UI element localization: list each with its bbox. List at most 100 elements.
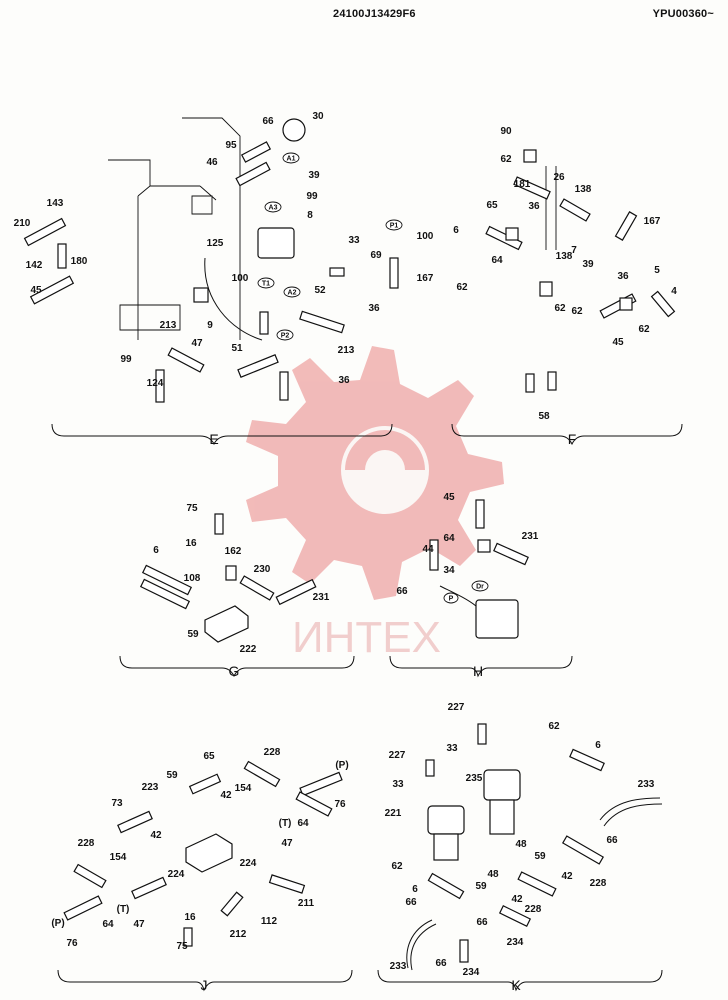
part-callout: 5 bbox=[654, 265, 660, 276]
section-g-artwork bbox=[119, 513, 355, 678]
part-callout: 154 bbox=[110, 852, 127, 863]
part-callout: 6 bbox=[412, 884, 418, 895]
part-callout: 90 bbox=[500, 126, 512, 137]
part-callout: 230 bbox=[254, 564, 271, 575]
part-callout: 66 bbox=[262, 116, 274, 127]
part-callout: 47 bbox=[281, 838, 293, 849]
svg-text:A3: A3 bbox=[269, 205, 278, 212]
part-callout: 76 bbox=[334, 799, 346, 810]
part-callout: 26 bbox=[553, 172, 565, 183]
part-callout: 228 bbox=[525, 904, 542, 915]
section-letter-h: H bbox=[473, 663, 483, 679]
part-callout: 138 bbox=[575, 184, 592, 195]
part-callout: 100 bbox=[232, 273, 249, 284]
part-callout: 42 bbox=[561, 871, 573, 882]
part-callout: 42 bbox=[150, 830, 162, 841]
port-oval-p: P bbox=[443, 592, 459, 604]
part-callout: 73 bbox=[111, 798, 123, 809]
part-callout: 34 bbox=[443, 565, 455, 576]
part-callout: 66 bbox=[606, 835, 618, 846]
reference-ovals: A1 A3 T1 A2 P2 P1 Dr P bbox=[257, 152, 489, 604]
part-callout: 39 bbox=[582, 259, 594, 270]
solenoid-valve-h bbox=[475, 599, 519, 639]
part-callout: 65 bbox=[203, 751, 215, 762]
part-callout: 75 bbox=[176, 941, 188, 952]
part-callout: 125 bbox=[207, 238, 224, 249]
part-callout: 224 bbox=[168, 869, 185, 880]
part-callout: 36 bbox=[528, 201, 540, 212]
part-callout: 233 bbox=[390, 961, 407, 972]
part-callout: 142 bbox=[26, 260, 43, 271]
part-callout: 221 bbox=[385, 808, 402, 819]
part-callout: 62 bbox=[571, 306, 583, 317]
part-callout: 180 bbox=[71, 256, 88, 267]
section-letter-k: K bbox=[511, 977, 521, 993]
part-callout: 7 bbox=[571, 245, 577, 256]
part-callout: 33 bbox=[446, 743, 458, 754]
part-callout: 66 bbox=[396, 586, 408, 597]
part-callout: 95 bbox=[225, 140, 237, 151]
part-callout: 64 bbox=[297, 818, 309, 829]
part-callout: 181 bbox=[514, 179, 531, 190]
part-callout: 233 bbox=[638, 779, 655, 790]
part-callout: 154 bbox=[235, 783, 252, 794]
part-callout: 62 bbox=[456, 282, 468, 293]
part-callout: (P) bbox=[51, 918, 64, 929]
part-callout: 224 bbox=[240, 858, 257, 869]
part-callout: 64 bbox=[491, 255, 503, 266]
serial-range: YPU00360~ bbox=[652, 8, 714, 20]
part-callout: 52 bbox=[314, 285, 326, 296]
part-callout: 231 bbox=[313, 592, 330, 603]
part-callout: 234 bbox=[463, 967, 480, 978]
part-callout: 62 bbox=[554, 303, 566, 314]
part-callout: 62 bbox=[500, 154, 512, 165]
part-callout: 65 bbox=[486, 200, 498, 211]
part-callout: 66 bbox=[476, 917, 488, 928]
svg-text:T1: T1 bbox=[262, 281, 270, 288]
svg-text:A2: A2 bbox=[288, 290, 297, 297]
part-callout: 143 bbox=[47, 198, 64, 209]
part-callout: 47 bbox=[133, 919, 145, 930]
document-code: 24100J13429F6 bbox=[333, 8, 416, 20]
port-oval-a1: A1 bbox=[282, 152, 300, 164]
part-callout: 227 bbox=[389, 750, 406, 761]
svg-text:Dr: Dr bbox=[476, 584, 484, 591]
section-letter-j: J bbox=[201, 977, 208, 993]
part-callout: 16 bbox=[184, 912, 196, 923]
section-letter-f: F bbox=[568, 431, 577, 447]
part-callout: 6 bbox=[453, 225, 459, 236]
part-callout: 47 bbox=[191, 338, 203, 349]
part-callout: 36 bbox=[617, 271, 629, 282]
part-callout: 46 bbox=[206, 157, 218, 168]
port-oval-p1: P1 bbox=[385, 219, 403, 231]
part-callout: 45 bbox=[30, 285, 42, 296]
watermark-text: ИНТЕХ bbox=[292, 613, 441, 662]
part-callout: 48 bbox=[515, 839, 527, 850]
part-callout: 59 bbox=[166, 770, 178, 781]
part-callout: 64 bbox=[443, 533, 455, 544]
part-callout: 33 bbox=[392, 779, 404, 790]
part-callout: 99 bbox=[306, 191, 318, 202]
part-callout: 234 bbox=[507, 937, 524, 948]
section-j-callouts: 22865(P)59223421547673(T)644247228154224… bbox=[51, 747, 348, 952]
part-callout: 213 bbox=[160, 320, 177, 331]
part-callout: 16 bbox=[185, 538, 197, 549]
section-f-artwork bbox=[451, 149, 683, 446]
part-callout: 42 bbox=[220, 790, 232, 801]
watermark-gear-icon bbox=[246, 346, 504, 600]
part-callout: 44 bbox=[422, 544, 434, 555]
part-callout: 4 bbox=[671, 286, 677, 297]
part-callout: 228 bbox=[264, 747, 281, 758]
part-callout: 36 bbox=[338, 375, 350, 386]
solenoid-221 bbox=[427, 805, 465, 835]
part-callout: 33 bbox=[348, 235, 360, 246]
part-callout: 66 bbox=[435, 958, 447, 969]
part-callout: 45 bbox=[612, 337, 624, 348]
svg-text:P1: P1 bbox=[390, 223, 399, 230]
